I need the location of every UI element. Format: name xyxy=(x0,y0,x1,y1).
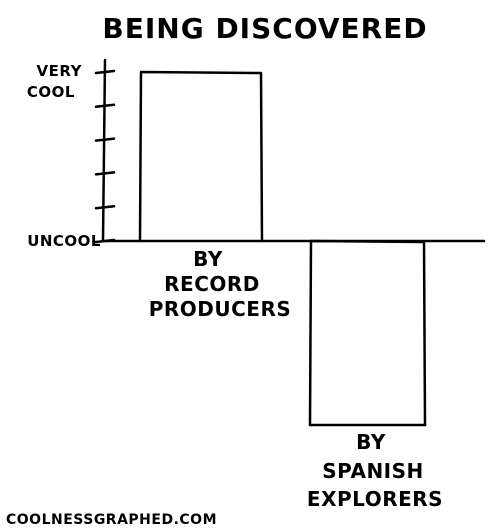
category-label-0-line-0: BY xyxy=(193,247,223,271)
category-label-1-line-2: EXPLORERS xyxy=(307,487,443,511)
category-label-0-line-2: PRODUCERS xyxy=(149,297,292,321)
bar-0 xyxy=(138,70,264,243)
category-label-1-line-1: SPANISH xyxy=(322,459,424,483)
y-tick-label-cool: COOL xyxy=(27,83,75,101)
bars xyxy=(138,70,427,427)
y-tick-4 xyxy=(94,103,116,109)
category-label-1: BY SPANISH EXPLORERS xyxy=(307,430,443,511)
y-tick-label-very: VERY xyxy=(37,62,83,80)
y-axis-line xyxy=(101,58,107,243)
y-tick-label-uncool: UNCOOL xyxy=(27,232,101,250)
bar-1 xyxy=(308,239,427,427)
y-tick-2 xyxy=(94,171,116,176)
y-tick-1 xyxy=(94,204,116,210)
chart-title: BEING DISCOVERED xyxy=(102,12,427,45)
y-tick-3 xyxy=(94,137,116,142)
category-label-0-line-1: RECORD xyxy=(164,272,260,296)
y-tick-5 xyxy=(94,69,116,75)
category-label-1-line-0: BY xyxy=(356,430,386,454)
y-axis: VERY COOL UNCOOL xyxy=(27,58,116,250)
source-credit: COOLNESSGRAPHED.COM xyxy=(6,512,217,528)
category-label-0: BY RECORD PRODUCERS xyxy=(149,247,292,321)
